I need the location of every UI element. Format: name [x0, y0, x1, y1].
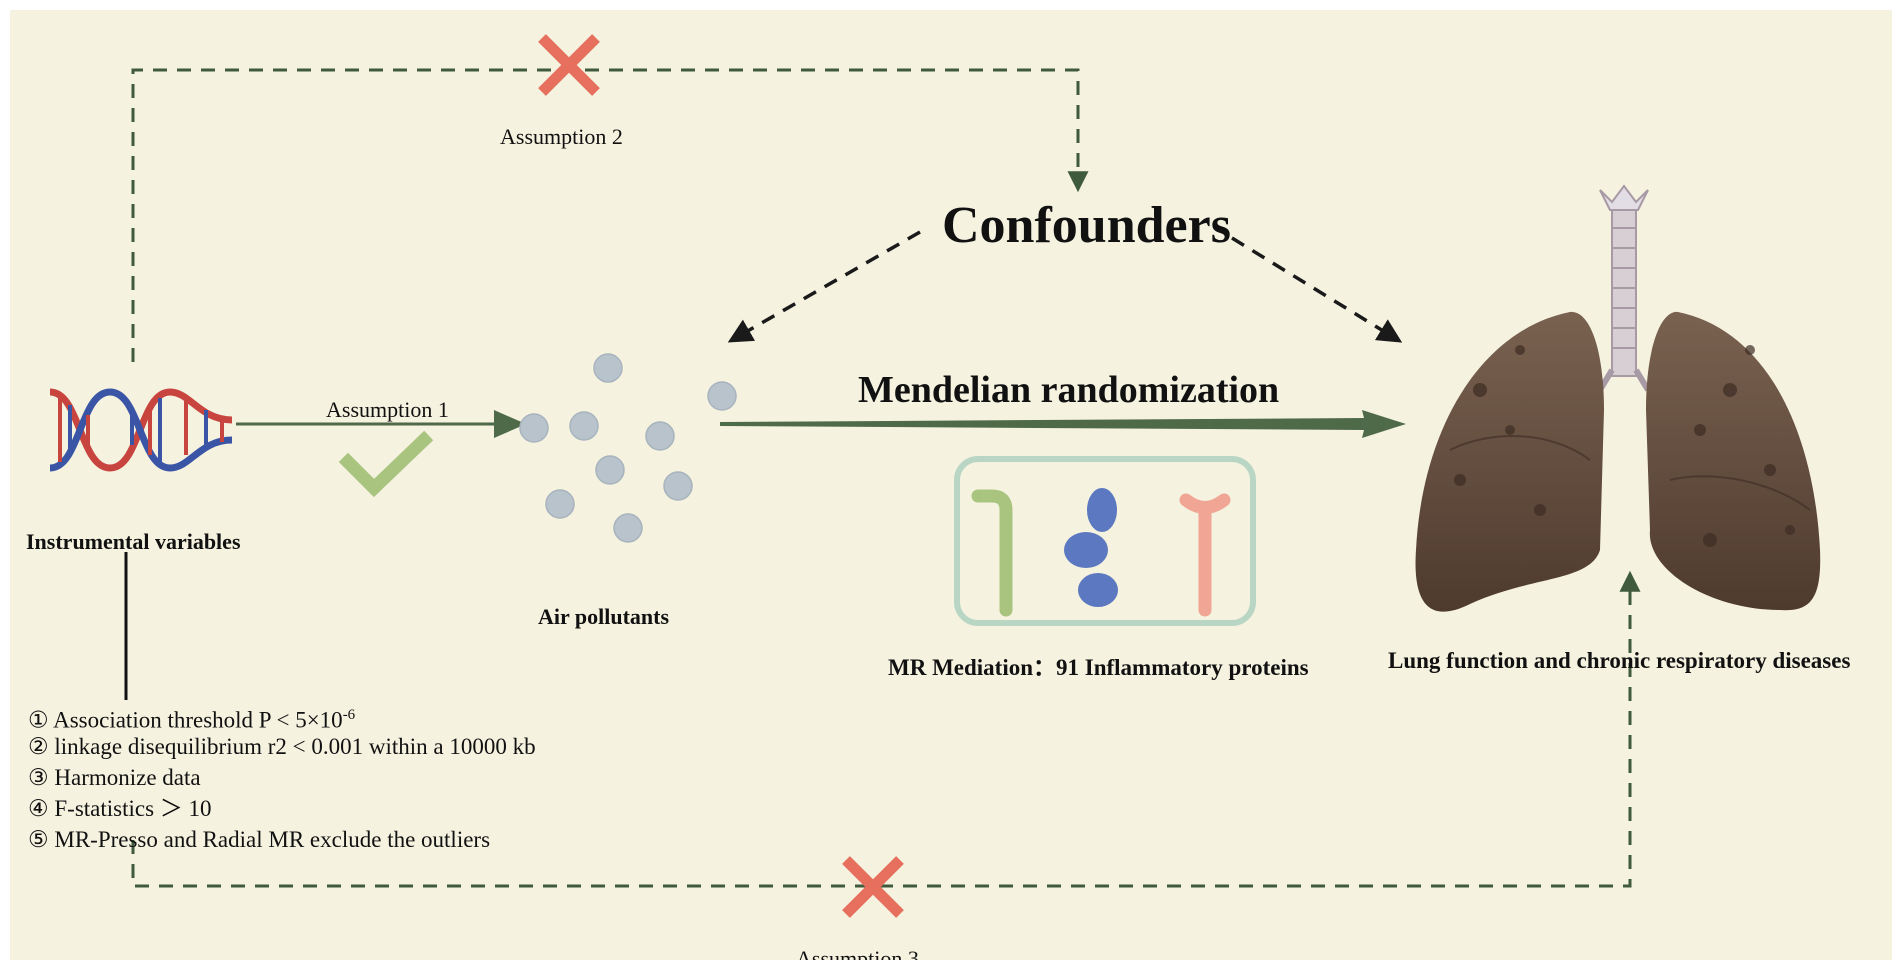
- protein-icons: [971, 488, 1231, 617]
- cross-icon-assumption3: [842, 856, 904, 918]
- criteria-item: ④ F-statistics ＞ 10: [28, 796, 212, 821]
- lung-outcome-label: Lung function and chronic respiratory di…: [1388, 648, 1851, 673]
- assumption2-path: [131, 68, 1089, 362]
- protein-blue-icon: [1064, 488, 1118, 607]
- criteria-item: ② linkage disequilibrium r2 < 0.001 with…: [28, 734, 536, 759]
- air-pollutants-label: Air pollutants: [538, 604, 670, 629]
- check-icon: [338, 430, 434, 498]
- confounders-label: Confounders: [942, 197, 1231, 254]
- assumption2-label: Assumption 2: [500, 124, 623, 149]
- confounder-to-lung-arrow: [1231, 236, 1403, 343]
- assumption1-label: Assumption 1: [326, 397, 449, 422]
- mendelian-arrow: [720, 410, 1406, 438]
- lung-icon: [1415, 184, 1821, 612]
- criteria-list: ① Association threshold P < 5×10-6 ② lin…: [28, 700, 536, 855]
- diagram-lines: [49, 34, 1821, 918]
- diagram-canvas: Confounders Mendelian randomization Assu…: [10, 10, 1892, 960]
- mediation-box: [954, 456, 1256, 626]
- protein-pink-icon: [1179, 493, 1231, 617]
- criteria-item: ③ Harmonize data: [28, 765, 201, 790]
- assumption1-arrowhead: [494, 410, 526, 438]
- assumption3-label: Assumption 3: [796, 946, 919, 960]
- cross-icon-assumption2: [538, 34, 600, 96]
- criteria-item: ⑤ MR-Presso and Radial MR exclude the ou…: [28, 827, 491, 852]
- dna-helix-icon: [49, 388, 233, 472]
- instrumental-variables-label: Instrumental variables: [26, 529, 241, 554]
- protein-green-icon: [971, 489, 1013, 617]
- mr-mediation-label: MR Mediation：91 Inflammatory proteins: [888, 655, 1309, 680]
- confounder-to-pollutants-arrow: [727, 230, 921, 343]
- criteria-item: ① Association threshold P < 5×10-6: [28, 707, 356, 733]
- particle-dots-icon: [519, 353, 737, 543]
- mendelian-label: Mendelian randomization: [858, 369, 1280, 411]
